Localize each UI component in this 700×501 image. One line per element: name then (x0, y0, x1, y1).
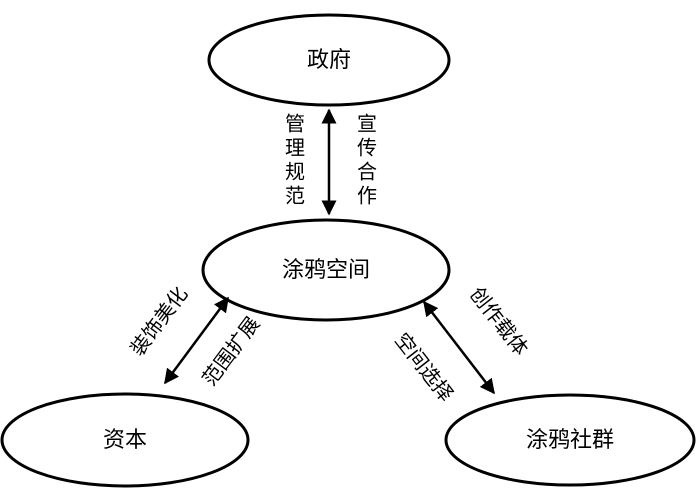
node-graffiti-space-shape (201, 218, 451, 322)
node-capital-shape (0, 392, 250, 488)
node-graffiti-space: 涂鸦空间 (201, 218, 451, 322)
node-government-shape (207, 13, 451, 107)
node-capital-label: 资本 (103, 428, 147, 453)
node-graffiti-space-label: 涂鸦空间 (282, 258, 370, 283)
node-government-label: 政府 (307, 48, 351, 73)
edge-capital-space-arrow (163, 296, 230, 385)
edge-space-community-arrow (423, 300, 495, 395)
edge-label-decoration: 装饰美化 (125, 282, 192, 360)
node-graffiti-community-shape (444, 393, 696, 487)
node-capital: 资本 (0, 392, 250, 488)
edge-label-management-norms-char: 理 (285, 136, 305, 160)
edge-label-publicity-cooperation-char: 宣 (357, 112, 377, 136)
edge-label-publicity-cooperation-char: 作 (357, 184, 377, 208)
edge-label-creative-carrier: 创作载体 (465, 282, 533, 360)
edge-label-scope-expansion: 范围扩展 (197, 312, 264, 390)
edge-label-publicity-cooperation-char: 传 (357, 136, 377, 160)
edge-label-publicity-cooperation-char: 合 (357, 160, 377, 184)
edge-label-management-norms-char: 管 (285, 112, 305, 136)
node-graffiti-community-label: 涂鸦社群 (526, 428, 614, 453)
edge-label-management-norms-char: 规 (285, 160, 305, 184)
node-government: 政府 (207, 13, 451, 107)
edge-label-space-selection: 空间选择 (390, 328, 458, 406)
edge-label-management-norms-char: 范 (285, 184, 305, 208)
node-graffiti-community: 涂鸦社群 (444, 393, 696, 487)
